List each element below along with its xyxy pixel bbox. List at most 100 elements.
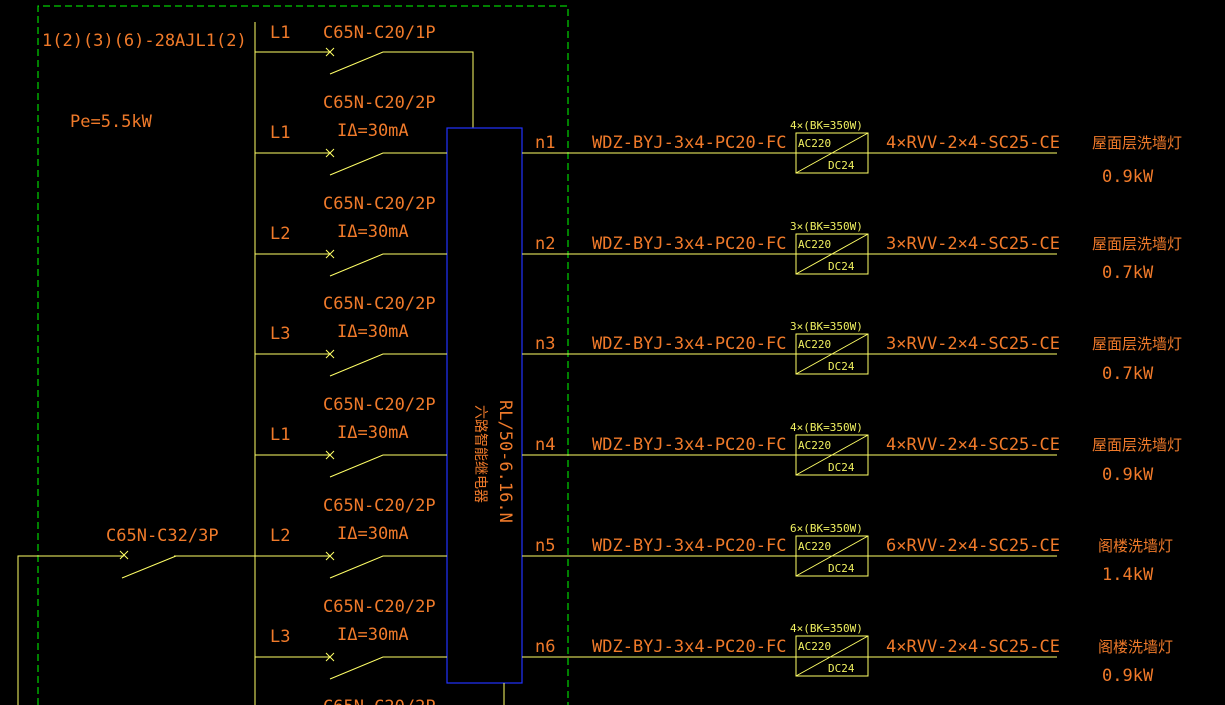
circuit-3-ballast-qty: 3×(BK=350W) — [790, 320, 863, 333]
circuit-1-rcd: IΔ=30mA — [337, 121, 409, 141]
circuit-1-ballast — [795, 132, 869, 174]
circuit-1: C65N-C20/2P IΔ=30mA L1 n1 WDZ-BYJ-3x4-PC… — [255, 93, 1182, 187]
circuit-5-load-power: 1.4kW — [1102, 565, 1154, 585]
circuit-3: C65N-C20/2P IΔ=30mA L3 n3 WDZ-BYJ-3x4-PC… — [255, 294, 1182, 384]
circuit-3-ac: AC220 — [798, 338, 831, 351]
circuit-3-rcd: IΔ=30mA — [337, 322, 409, 342]
circuit-5-ballast-diag — [795, 535, 869, 577]
circuit-2-feeder: WDZ-BYJ-3x4-PC20-FC — [592, 234, 786, 254]
circuit-4-feeder: WDZ-BYJ-3x4-PC20-FC — [592, 435, 786, 455]
circuit-2-node: n2 — [535, 234, 555, 254]
circuit-6-ballast-qty: 4×(BK=350W) — [790, 622, 863, 635]
circuit-2: C65N-C20/2P IΔ=30mA L2 n2 WDZ-BYJ-3x4-PC… — [255, 194, 1182, 283]
circuit-6-ballast-diag — [795, 635, 869, 677]
circuit-4: C65N-C20/2P IΔ=30mA L1 n4 WDZ-BYJ-3x4-PC… — [255, 395, 1182, 485]
circuit-2-breaker: C65N-C20/2P — [323, 194, 436, 214]
circuit-5-breaker-wire — [255, 551, 447, 579]
circuit-5-ballast — [795, 535, 869, 577]
circuit-3-node: n3 — [535, 334, 555, 354]
circuit-5-ac: AC220 — [798, 540, 831, 553]
circuit-2-ballast-diag — [795, 233, 869, 275]
circuit-2-phase: L2 — [270, 224, 290, 244]
circuit-6-dc: DC24 — [828, 662, 855, 675]
relay-controller — [446, 127, 523, 684]
circuit-2-rcd: IΔ=30mA — [337, 222, 409, 242]
main-breaker-mark — [119, 550, 129, 560]
circuit-2-load-name: 屋面层洗墙灯 — [1092, 235, 1182, 253]
circuit-0-breaker: C65N-C20/1P — [323, 23, 436, 43]
circuit-6-breaker-wire — [255, 652, 447, 680]
circuit-1-feeder: WDZ-BYJ-3x4-PC20-FC — [592, 133, 786, 153]
circuit-6-load-power: 0.9kW — [1102, 666, 1154, 686]
circuit-5-node: n5 — [535, 536, 555, 556]
circuit-3-cable: 3×RVV-2×4-SC25-CE — [886, 334, 1060, 354]
circuit-6-ballast — [795, 635, 869, 677]
circuit-0-breaker-mark — [325, 47, 335, 57]
circuit-4-cable: 4×RVV-2×4-SC25-CE — [886, 435, 1060, 455]
circuit-2-load-power: 0.7kW — [1102, 263, 1154, 283]
circuit-3-feeder: WDZ-BYJ-3x4-PC20-FC — [592, 334, 786, 354]
circuit-1-ballast-diag — [795, 132, 869, 174]
circuit-2-dc: DC24 — [828, 260, 855, 273]
next-breaker-partial: C65N-C20/2P — [323, 697, 436, 705]
circuit-1-breaker: C65N-C20/2P — [323, 93, 436, 113]
circuit-4-ballast-diag — [795, 434, 869, 476]
circuit-3-ballast — [795, 333, 869, 375]
panel-id: 1(2)(3)(6)-28AJL1(2) — [42, 31, 247, 51]
circuit-6: C65N-C20/2P IΔ=30mA L3 n6 WDZ-BYJ-3x4-PC… — [255, 597, 1173, 686]
circuit-5: C65N-C20/2P IΔ=30mA L2 n5 WDZ-BYJ-3x4-PC… — [255, 496, 1173, 585]
incoming-feed — [17, 555, 124, 705]
circuit-4-rcd: IΔ=30mA — [337, 423, 409, 443]
circuit-6-node: n6 — [535, 637, 555, 657]
circuit-1-breaker-wire — [255, 148, 447, 176]
controller-model: RL/50-6.16.N — [495, 400, 515, 523]
circuit-5-feeder: WDZ-BYJ-3x4-PC20-FC — [592, 536, 786, 556]
main-breaker-contact — [121, 555, 177, 579]
circuit-4-breaker: C65N-C20/2P — [323, 395, 436, 415]
controller-name: 六路智能继电器 — [472, 405, 488, 503]
circuit-2-ac: AC220 — [798, 238, 831, 251]
circuit-6-load-name: 阁楼洗墙灯 — [1098, 638, 1173, 656]
circuit-5-phase: L2 — [270, 526, 290, 546]
circuit-6-breaker: C65N-C20/2P — [323, 597, 436, 617]
circuit-3-dc: DC24 — [828, 360, 855, 373]
circuit-4-load-name: 屋面层洗墙灯 — [1092, 436, 1182, 454]
circuit-4-phase: L1 — [270, 425, 290, 445]
circuit-2-ballast — [795, 233, 869, 275]
circuit-6-cable: 4×RVV-2×4-SC25-CE — [886, 637, 1060, 657]
circuit-4-ac: AC220 — [798, 439, 831, 452]
circuit-1-cable: 4×RVV-2×4-SC25-CE — [886, 133, 1060, 153]
circuit-4-ballast-qty: 4×(BK=350W) — [790, 421, 863, 434]
circuit-3-breaker: C65N-C20/2P — [323, 294, 436, 314]
circuit-3-load-power: 0.7kW — [1102, 364, 1154, 384]
circuit-1-ballast-qty: 4×(BK=350W) — [790, 119, 863, 132]
circuit-5-rcd: IΔ=30mA — [337, 524, 409, 544]
circuit-2-cable: 3×RVV-2×4-SC25-CE — [886, 234, 1060, 254]
circuit-1-dc: DC24 — [828, 159, 855, 172]
circuit-5-load-name: 阁楼洗墙灯 — [1098, 537, 1173, 555]
panel-enclosure — [37, 5, 569, 705]
circuit-0-phase: L1 — [270, 23, 290, 43]
circuit-2-ballast-qty: 3×(BK=350W) — [790, 220, 863, 233]
circuit-0-wire-out — [329, 51, 474, 128]
circuit-2-breaker-wire — [255, 249, 447, 277]
circuit-1-ac: AC220 — [798, 137, 831, 150]
circuit-1-load-name: 屋面层洗墙灯 — [1092, 134, 1182, 152]
circuit-1-phase: L1 — [270, 123, 290, 143]
panel-power: Pe=5.5kW — [70, 112, 153, 132]
circuit-3-breaker-wire — [255, 349, 447, 377]
circuit-3-phase: L3 — [270, 324, 290, 344]
circuit-4-ballast — [795, 434, 869, 476]
circuit-4-load-power: 0.9kW — [1102, 465, 1154, 485]
circuit-3-ballast-diag — [795, 333, 869, 375]
circuit-6-ac: AC220 — [798, 640, 831, 653]
circuit-5-breaker: C65N-C20/2P — [323, 496, 436, 516]
circuit-5-ballast-qty: 6×(BK=350W) — [790, 522, 863, 535]
circuit-4-breaker-wire — [255, 450, 447, 478]
circuit-1-node: n1 — [535, 133, 555, 153]
circuit-6-feeder: WDZ-BYJ-3x4-PC20-FC — [592, 637, 786, 657]
circuit-4-node: n4 — [535, 435, 555, 455]
circuit-5-cable: 6×RVV-2×4-SC25-CE — [886, 536, 1060, 556]
circuit-6-rcd: IΔ=30mA — [337, 625, 409, 645]
